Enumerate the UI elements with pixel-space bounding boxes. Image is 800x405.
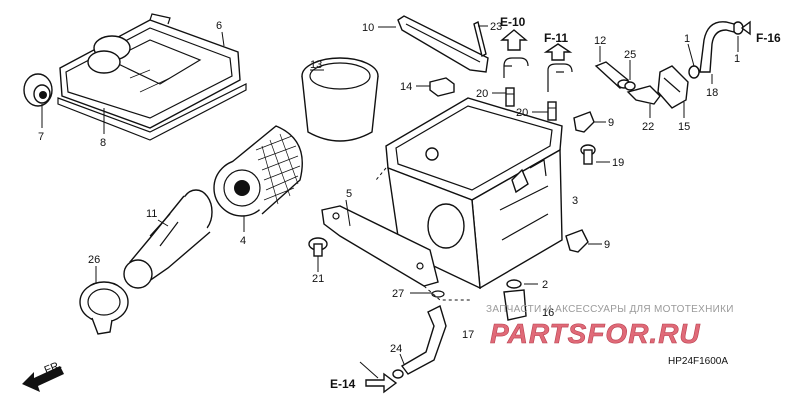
section-e10-pipe-icon: [503, 57, 529, 78]
clip-part-1-lower: [688, 65, 700, 79]
callout-2: 2: [542, 279, 548, 291]
filter-screen-part-4: [213, 125, 303, 217]
cover-gasket-part-8: [57, 83, 247, 141]
watermark-brand: PARTSFOR.RU: [490, 318, 701, 350]
clip-part-25: [624, 81, 636, 91]
drain-tube-part-16: [503, 289, 527, 321]
callout-18: 18: [706, 87, 718, 99]
section-ref-e14: E-14: [330, 377, 356, 391]
callout-3: 3: [572, 195, 578, 207]
bolt-part-21: [308, 237, 328, 257]
clamp-part-9-lower: [565, 229, 589, 253]
breather-housing-part-15: [657, 65, 689, 109]
callout-10: 10: [362, 22, 374, 34]
callout-1-right: 1: [734, 53, 740, 65]
callout-19: 19: [612, 157, 624, 169]
section-e14-arrow-icon: [365, 372, 398, 394]
callout-13: 13: [310, 59, 322, 71]
section-f11-pipe-icon: [547, 63, 573, 92]
callout-11: 11: [146, 208, 157, 220]
grommet-part-7: [23, 73, 53, 107]
section-e10-arrow-icon: [500, 29, 528, 51]
callout-25: 25: [624, 49, 636, 61]
callout-23: 23: [490, 21, 502, 33]
air-cleaner-case-part-3: [385, 97, 563, 290]
filter-element-part-13: [301, 57, 379, 142]
drawing-code: HP24F1600A: [668, 356, 729, 367]
callout-20-lower: 20: [516, 107, 528, 119]
callout-labels: 6 7 8 10 23 13 14 20 20 12 25 1 1 18 22 …: [38, 20, 740, 355]
callout-12: 12: [594, 35, 606, 47]
callout-14: 14: [400, 81, 412, 93]
callout-24: 24: [390, 343, 402, 355]
section-ref-f16: F-16: [756, 31, 781, 45]
screw-part-19: [580, 144, 596, 165]
drain-hose-part-24: [392, 305, 447, 379]
callout-4: 4: [240, 235, 246, 247]
callout-9-upper: 9: [608, 117, 614, 129]
block-part-14: [429, 77, 455, 97]
section-ref-f11: F-11: [544, 31, 568, 45]
callout-6: 6: [216, 20, 222, 32]
callout-21: 21: [312, 273, 324, 285]
callout-1-left: 1: [684, 33, 690, 45]
elbow-part-22: [626, 85, 661, 105]
callout-7: 7: [38, 131, 44, 143]
callout-22: 22: [642, 121, 654, 133]
clip-part-27: [431, 290, 445, 298]
section-f16-arrow-icon: [740, 20, 751, 36]
watermark-tagline: ЗАПЧАСТИ И АКСЕССУАРЫ ДЛЯ МОТОТЕХНИКИ: [486, 304, 734, 315]
section-ref-e10: E-10: [500, 15, 526, 29]
fitting-part-20-lower: [547, 101, 557, 121]
fitting-part-20-upper: [505, 87, 515, 107]
clamp-part-9-upper: [573, 111, 595, 133]
callout-15: 15: [678, 121, 690, 133]
connecting-tube-part-11: [123, 189, 213, 289]
callout-26: 26: [88, 254, 100, 266]
plate-part-5: [321, 205, 439, 287]
air-cleaner-cover-part-6: [59, 13, 241, 129]
pin-part-23: [473, 20, 487, 58]
callout-27: 27: [392, 288, 404, 300]
callout-8: 8: [100, 137, 106, 149]
callout-20-upper: 20: [476, 88, 488, 100]
strap-part-10: [397, 15, 489, 73]
leader-lines: [41, 25, 739, 379]
callout-16: 16: [542, 307, 554, 319]
front-direction-arrow-icon: [22, 366, 64, 392]
callout-17: 17: [462, 329, 474, 341]
callout-9-lower: 9: [604, 239, 610, 251]
callout-5: 5: [346, 188, 352, 200]
section-f11-arrow-icon: [543, 43, 573, 61]
o-ring-part-2: [506, 279, 522, 289]
hose-part-18: [699, 21, 735, 73]
clamp-band-part-26: [79, 281, 129, 335]
